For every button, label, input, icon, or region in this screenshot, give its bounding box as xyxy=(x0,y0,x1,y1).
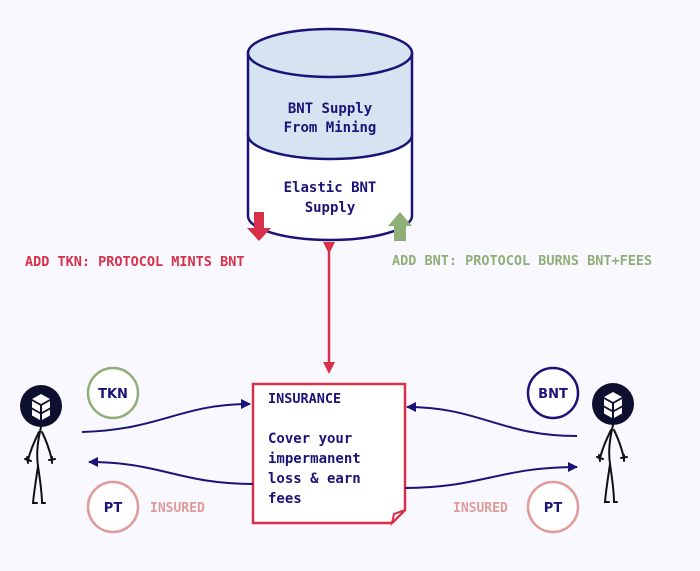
insurance-title: INSURANCE xyxy=(268,391,341,407)
left-insured-label: INSURED xyxy=(150,501,205,516)
insurance-body-line-4: fees xyxy=(268,491,302,507)
stick-body xyxy=(24,426,56,504)
insurance-box: INSURANCE Cover your impermanent loss & … xyxy=(251,382,407,527)
bancor-logo-icon xyxy=(20,385,62,427)
left-user-figure xyxy=(20,385,62,504)
folded-corner-icon xyxy=(390,509,406,527)
mint-down-arrow-icon xyxy=(247,212,271,241)
right-pt-token-label: PT xyxy=(544,501,563,516)
tkn-token-badge: TKN xyxy=(86,366,140,420)
database-lid xyxy=(246,27,414,79)
insurance-body-line-2: impermanent xyxy=(268,451,361,467)
right-deposit-flow-arrow xyxy=(406,402,578,437)
stick-body xyxy=(596,424,628,503)
database-top-body xyxy=(246,51,414,161)
tkn-token-label: TKN xyxy=(98,387,128,402)
top-label-line-2: From Mining xyxy=(284,120,377,136)
add-tkn-label: ADD TKN: PROTOCOL MINTS BNT xyxy=(25,254,244,270)
left-pt-token-label: PT xyxy=(104,501,123,516)
bnt-supply-database: BNT Supply From Mining Elastic BNT Suppl… xyxy=(246,27,414,242)
right-pt-token-badge: PT xyxy=(526,480,580,534)
left-return-flow-arrow xyxy=(88,457,254,485)
insurance-body-line-1: Cover your xyxy=(268,431,352,447)
left-pt-token-badge: PT xyxy=(86,480,140,534)
insurance-body-line-3: loss & earn xyxy=(268,471,361,487)
burn-up-arrow-icon xyxy=(388,212,412,241)
add-bnt-label: ADD BNT: PROTOCOL BURNS BNT+FEES xyxy=(392,253,652,269)
bottom-label-line-2: Supply xyxy=(305,200,356,216)
top-label-line-1: BNT Supply xyxy=(288,101,373,117)
right-insured-label: INSURED xyxy=(453,501,508,516)
right-user-figure xyxy=(592,383,634,503)
right-return-flow-arrow xyxy=(404,462,578,489)
left-deposit-flow-arrow xyxy=(81,399,251,433)
bnt-token-badge: BNT xyxy=(526,366,580,420)
bottom-label-line-1: Elastic BNT xyxy=(284,180,377,196)
bnt-token-label: BNT xyxy=(538,387,568,402)
bancor-logo-icon xyxy=(592,383,634,425)
